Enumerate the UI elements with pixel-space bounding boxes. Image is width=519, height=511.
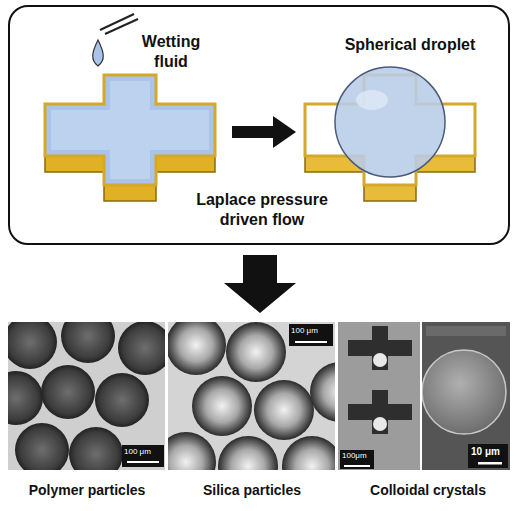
scale-label: 10 μm	[471, 446, 500, 457]
scale-label: 100μm	[342, 451, 367, 460]
dropper	[93, 14, 138, 66]
spherical-droplet	[335, 67, 445, 177]
process-box: Wetting fluid Spherical dropletLaplace pr…	[8, 5, 510, 245]
caption-label: Silica particles	[203, 482, 301, 498]
caption-label: Polymer particles	[29, 482, 146, 498]
box-text: Wetting fluid	[128, 32, 214, 72]
box-text: Spherical droplet	[326, 35, 494, 55]
scale-label: 100 μm	[124, 447, 151, 456]
cross-array-photo	[338, 322, 420, 470]
box-text: Laplace pressure driven flow	[182, 190, 342, 230]
caption-label: Colloidal crystals	[370, 482, 486, 498]
filled-cross	[45, 75, 215, 201]
colloidal-crystal-photo	[422, 322, 510, 470]
polymer-photo	[8, 322, 165, 470]
down-arrow	[224, 255, 296, 313]
scale-label: 100 μm	[291, 326, 318, 335]
process-arrow	[232, 116, 296, 148]
silica-photo	[168, 322, 335, 470]
droplet-highlight	[356, 90, 388, 110]
